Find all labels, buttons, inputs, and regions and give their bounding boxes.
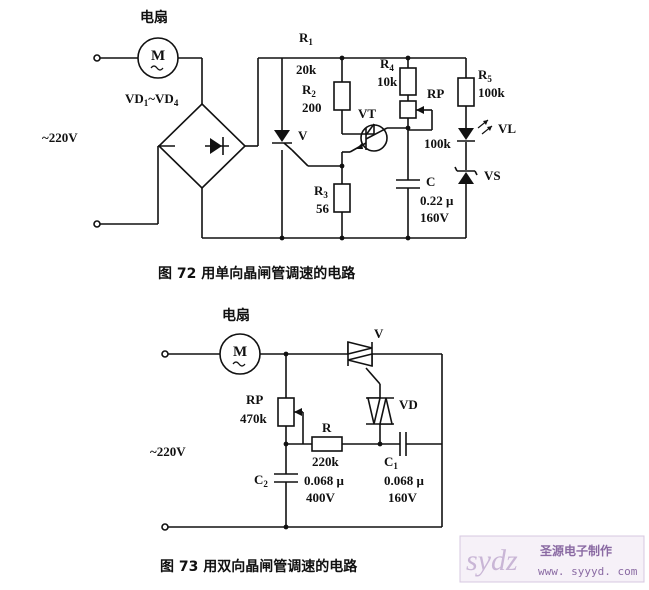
c-value: 0.22 μ [420,193,454,208]
scr-icon [274,130,290,142]
scr-label: V [298,128,308,143]
zener-icon [458,172,474,184]
r1-value: 20k [296,62,317,77]
motor-symbol: M [233,344,247,360]
fig73-motor: M 电扇 [219,307,261,375]
fig73-diac [366,397,394,425]
fig72-caption: 图 72 用单向晶闸管调速的电路 [158,265,356,282]
r-value: 220k [312,454,340,469]
vt-label: VT [358,106,376,121]
c2-name: C2 [254,472,268,489]
diac-icon [366,397,382,425]
r4-name: R4 [380,56,394,73]
figure-72: M 电扇 [42,9,516,282]
mains-label: ~220V [150,444,186,459]
diac-label: VD [399,397,418,412]
transistor-arrow-icon [356,143,363,149]
fig72-terminal-top [93,54,101,62]
rp-potentiometer [277,397,295,427]
fig72-motor: M 电扇 [137,9,179,79]
r2-resistor [333,81,351,111]
motor-title: 电扇 [140,9,168,26]
r3-value: 56 [316,201,330,216]
fig72-led [457,119,493,142]
r-resistor [311,436,343,452]
fig72-zener [454,166,478,184]
fig72-wiring [93,54,467,241]
fig72-transistor [342,123,388,153]
fig72-terminal-bottom [93,220,101,228]
c2-voltage: 400V [306,490,336,505]
mains-label: ~220V [42,130,78,145]
triac-icon [347,340,373,356]
r3-resistor [333,183,351,213]
fig73-terminal-bottom [161,523,169,531]
rp-wiper-arrow-icon [416,106,424,114]
rp-value: 100k [424,136,452,151]
tilde-icon [232,361,246,367]
watermark-name: 圣源电子制作 [539,543,612,558]
c1-voltage: 160V [388,490,418,505]
watermark-logo: sydz [466,544,518,577]
r3-name: R3 [314,183,328,200]
rp-potentiometer [399,100,417,119]
motor-icon [219,333,261,375]
fig73-terminal-top [161,350,169,358]
fig73-wiring [161,350,443,531]
r2-value: 200 [302,100,322,115]
tilde-icon [150,65,164,71]
watermark-url: www. syyyd. com [538,565,638,578]
r1-name: R1 [299,30,313,47]
r4-value: 10k [377,74,398,89]
c-name: C [426,174,435,189]
triac-label: V [374,326,384,341]
figure-73: M 电扇 ~220V V VD [150,307,443,575]
c1-name: C1 [384,454,398,471]
r-name: R [322,420,332,435]
motor-icon [137,37,179,79]
r4-resistor [399,67,417,96]
r5-value: 100k [478,85,506,100]
r2-name: R2 [302,82,316,99]
rp-name: RP [427,86,444,101]
c-voltage: 160V [420,210,450,225]
r5-name: R5 [478,67,492,84]
r5-resistor [457,77,475,107]
rp-value: 470k [240,411,268,426]
led-icon [458,128,474,140]
fig73-triac [347,340,373,368]
motor-title: 电扇 [222,307,250,324]
bridge-label: VD1~VD4 [125,91,179,108]
motor-symbol: M [151,48,165,64]
c2-value: 0.068 μ [304,473,345,488]
rp-wiper-arrow-icon [294,408,302,416]
watermark: sydz 圣源电子制作 www. syyyd. com [459,535,645,583]
fig73-caption: 图 73 用双向晶闸管调速的电路 [160,558,358,575]
fig72-capacitor [396,179,420,189]
vs-label: VS [484,168,501,183]
watermark-box [459,535,645,583]
rp-name: RP [246,392,263,407]
c1-value: 0.068 μ [384,473,425,488]
fig72-scr [272,130,293,151]
vl-label: VL [498,121,516,136]
